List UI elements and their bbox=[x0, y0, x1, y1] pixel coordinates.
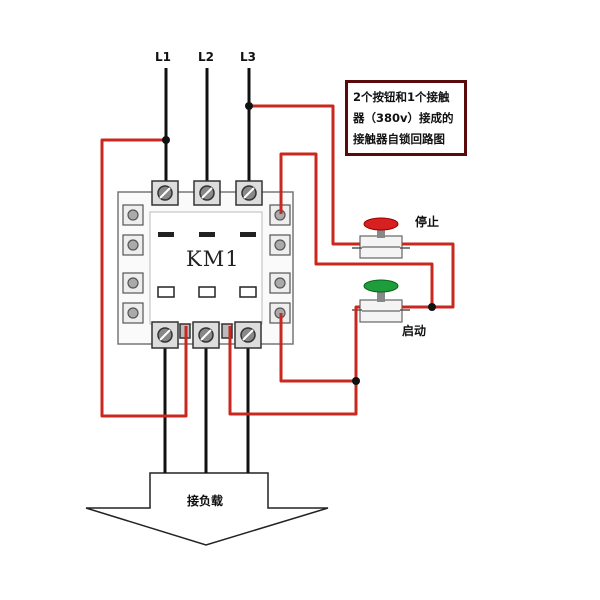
phase-label-l2: L2 bbox=[198, 50, 214, 64]
start-button-cap bbox=[363, 279, 399, 293]
control-wires bbox=[100, 104, 455, 418]
caption-line-3: 接触器自锁回路图 bbox=[353, 132, 445, 146]
wire-coil-return bbox=[228, 326, 358, 416]
caption-box: 2个按钮和1个接触 器（380v）接成的 接触器自锁回路图 bbox=[345, 80, 467, 156]
start-button-switch bbox=[352, 279, 410, 323]
junction-dots bbox=[162, 102, 436, 385]
phase-label-l1: L1 bbox=[155, 50, 171, 64]
load-label: 接负载 bbox=[187, 494, 224, 508]
phase-label-l3: L3 bbox=[240, 50, 256, 64]
contact-windows bbox=[157, 232, 257, 298]
stop-button-label: 停止 bbox=[415, 215, 440, 229]
contactor-km1 bbox=[117, 180, 294, 349]
stop-button-switch bbox=[352, 217, 410, 259]
wire-stop-to-start bbox=[402, 242, 455, 309]
bottom-terminals bbox=[151, 321, 262, 349]
contactor-inner-panel bbox=[149, 211, 263, 325]
left-aux-terminals bbox=[122, 204, 144, 324]
wire-selflock-aux bbox=[279, 152, 434, 307]
top-terminals bbox=[151, 180, 263, 206]
caption-line-1: 2个按钮和1个接触 bbox=[353, 90, 450, 104]
right-aux-terminals bbox=[269, 204, 291, 324]
wire-l3-to-stop bbox=[249, 104, 360, 246]
stop-button-cap bbox=[363, 217, 399, 231]
caption-line-2: 器（380v）接成的 bbox=[353, 111, 454, 125]
load-arrow bbox=[85, 472, 329, 546]
power-lines bbox=[163, 68, 251, 473]
contactor-label: KM1 bbox=[186, 247, 240, 271]
start-button-label: 启动 bbox=[402, 324, 427, 338]
wire-l1-to-coil bbox=[100, 138, 188, 418]
